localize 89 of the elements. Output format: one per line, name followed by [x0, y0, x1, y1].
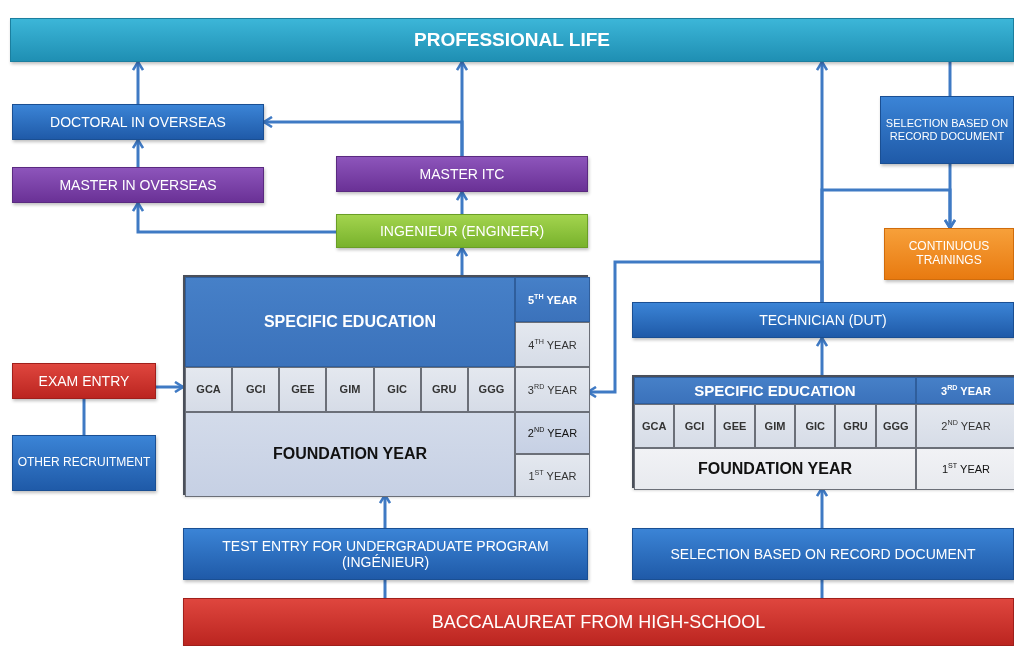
- program-table: [632, 375, 1014, 488]
- stage-label: BACCALAUREAT FROM HIGH-SCHOOL: [431, 611, 766, 633]
- table-cell: [515, 367, 590, 412]
- arrow: [131, 60, 145, 104]
- table-cell: [916, 448, 1014, 490]
- arrow: [455, 190, 469, 214]
- arrow: [156, 380, 185, 394]
- cell-text: 5$^{TH}$ YEAR: [527, 292, 578, 307]
- stage-label: DOCTORAL IN OVERSEAS: [50, 113, 226, 131]
- arrow: [455, 246, 469, 275]
- stage-label: SELECTION BASED ON RECORD DOCUMENT: [885, 117, 1009, 143]
- table-cell: [185, 367, 233, 412]
- cell-text: GIC: [387, 383, 407, 396]
- table-cell: [634, 448, 916, 490]
- arrow: [131, 138, 145, 167]
- table-cell: [185, 277, 515, 367]
- cell-text: FOUNDATION YEAR: [272, 445, 428, 464]
- stage-label: INGENIEUR (ENGINEER): [379, 222, 545, 240]
- stage-box: [336, 156, 588, 192]
- table-cell: [634, 377, 916, 404]
- cell-text: GEE: [723, 419, 747, 433]
- table-cell: [279, 367, 327, 412]
- cell-text: GIM: [339, 383, 361, 396]
- stage-box: [10, 18, 1014, 62]
- stage-label: TEST ENTRY FOR UNDERGRADUATE PROGRAM (INGÉNIEUR): [221, 537, 550, 571]
- cell-text: 3$^{RD}$ YEAR: [941, 383, 991, 398]
- table-cell: [420, 367, 468, 412]
- stage-box: [632, 528, 1014, 580]
- cell-text: GGG: [478, 383, 505, 396]
- stage-label: PROFESSIONAL LIFE: [414, 29, 610, 51]
- table-cell: [795, 404, 836, 448]
- arrow: [815, 336, 829, 375]
- cell-text: GIC: [805, 419, 826, 433]
- cell-text: SPECIFIC EDUCATION: [694, 381, 856, 400]
- table-cell: [467, 367, 515, 412]
- table-cell: [232, 367, 280, 412]
- cell-text: 4$^{TH}$ YEAR: [528, 337, 577, 352]
- cell-text: FOUNDATION YEAR: [697, 459, 853, 479]
- table-cell: [875, 404, 916, 448]
- cell-text: GEE: [291, 383, 315, 396]
- table-cell: [916, 377, 1014, 404]
- table-cell: [515, 412, 590, 454]
- cell-text: GGG: [883, 419, 909, 433]
- stage-box: [183, 528, 588, 580]
- table-cell: [634, 404, 675, 448]
- stage-box: [12, 363, 156, 399]
- stage-label: OTHER RECRUITMENT: [17, 456, 151, 470]
- cell-text: 1$^{ST}$ YEAR: [941, 462, 991, 476]
- cell-text: 3$^{RD}$ YEAR: [527, 382, 578, 397]
- stage-box: [884, 228, 1014, 280]
- table-cell: [754, 404, 796, 448]
- stage-box: [336, 214, 588, 248]
- program-table: [183, 275, 588, 495]
- stage-box: [12, 104, 264, 140]
- cell-text: GRU: [843, 419, 868, 433]
- arrow: [131, 201, 336, 234]
- arrow: [943, 164, 957, 230]
- stage-label: TECHNICIAN (DUT): [759, 311, 887, 329]
- arrow: [262, 115, 464, 156]
- table-cell: [714, 404, 755, 448]
- cell-text: GCI: [245, 383, 266, 396]
- table-cell: [515, 277, 590, 322]
- stage-box: [183, 598, 1014, 646]
- stage-box: [632, 302, 1014, 338]
- cell-text: GCA: [641, 419, 667, 433]
- cell-text: GRU: [432, 383, 457, 396]
- table-cell: [674, 404, 715, 448]
- stage-label: EXAM ENTRY: [38, 372, 130, 390]
- cell-text: SPECIFIC EDUCATION: [263, 312, 437, 332]
- table-cell: [835, 404, 876, 448]
- cell-text: GIM: [764, 419, 786, 433]
- stage-label: MASTER ITC: [419, 165, 505, 183]
- table-cell: [373, 367, 421, 412]
- cell-text: 1$^{ST}$ YEAR: [528, 468, 577, 483]
- table-cell: [185, 412, 515, 497]
- stage-label: SELECTION BASED ON RECORD DOCUMENT: [670, 545, 976, 563]
- stage-label: CONTINUOUS TRAININGS: [907, 240, 991, 268]
- stage-box: [12, 435, 156, 491]
- cell-text: 2$^{ND}$ YEAR: [527, 426, 578, 440]
- cell-text: GCI: [684, 419, 705, 433]
- table-cell: [326, 367, 374, 412]
- stage-box: [12, 167, 264, 203]
- stage-box: [880, 96, 1014, 164]
- cell-text: GCA: [196, 383, 221, 396]
- table-cell: [515, 454, 590, 497]
- stage-label: MASTER IN OVERSEAS: [59, 176, 217, 194]
- table-cell: [916, 404, 1014, 448]
- cell-text: 2$^{ND}$ YEAR: [941, 419, 991, 433]
- table-cell: [515, 322, 590, 367]
